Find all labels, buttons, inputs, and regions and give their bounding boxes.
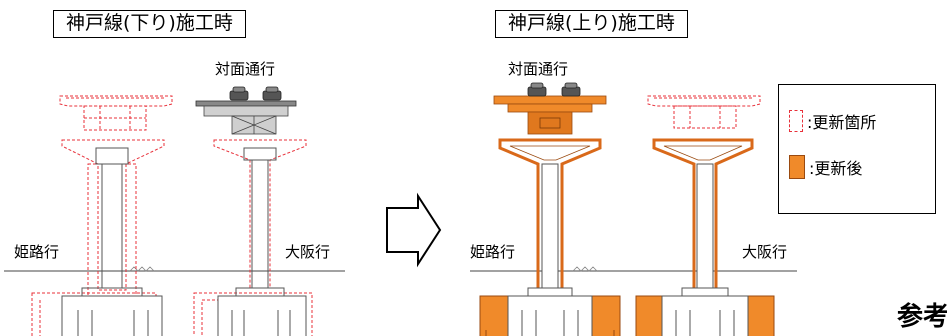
left-panel-right-pier [193,86,313,336]
left-oncoming-label: 対面通行 [215,60,276,78]
right-panel-right-pier [635,95,775,336]
ground-hatch-left [129,266,155,272]
transition-arrow-icon [386,192,442,268]
orange-swatch-icon [789,155,805,179]
left-osaka-label: 大阪行 [285,243,331,261]
left-pier-existing [61,147,163,336]
legend-after-renewal: :更新後 [789,155,862,179]
right-panel-title: 神戸線(上り)施工時 [495,10,688,38]
renewed-pier [479,82,621,336]
legend-renewal-area: :更新箇所 [789,109,876,133]
left-panel-title: 神戸線(下り)施工時 [53,10,246,38]
right-osaka-label: 大阪行 [742,243,788,261]
legend-renewal-label: :更新箇所 [807,113,877,132]
dashed-box-icon [789,110,803,132]
car-icon [229,86,282,101]
legend-after-label: :更新後 [809,159,863,178]
legend: :更新箇所 :更新後 [778,84,936,214]
left-himeji-label: 姫路行 [14,243,60,261]
ground-hatch-right [572,266,598,272]
footer-text: 参考 [897,302,947,332]
right-oncoming-label: 対面通行 [508,60,569,78]
car-icon [527,82,581,97]
right-himeji-label: 姫路行 [470,243,516,261]
